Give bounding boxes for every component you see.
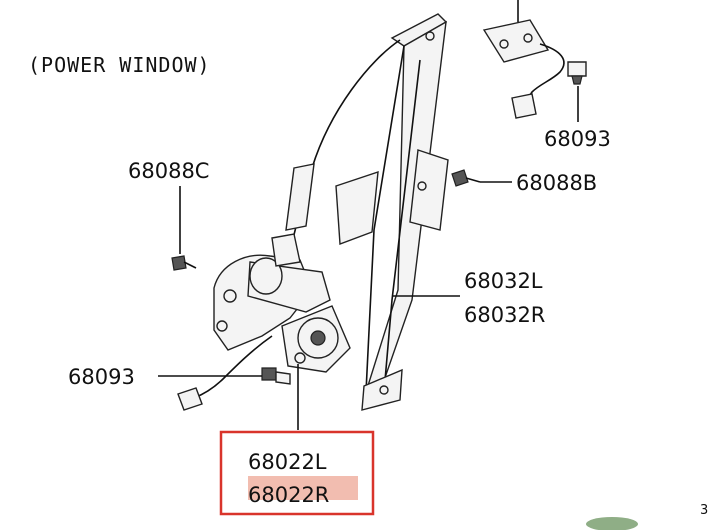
label-68088B: 68088B bbox=[516, 171, 597, 195]
label-68032L: 68032L bbox=[464, 269, 543, 293]
window-regulator-rail bbox=[335, 13, 449, 411]
screw-68093-top bbox=[567, 61, 587, 85]
label-68093-left: 68093 bbox=[68, 365, 135, 389]
diagram-caption: (POWER WINDOW) bbox=[28, 53, 211, 77]
page-number: 3 bbox=[700, 503, 708, 518]
motor-wire-harness bbox=[193, 335, 273, 399]
motor-connector bbox=[177, 387, 203, 411]
bolt-68088B bbox=[451, 169, 481, 187]
label-68022L: 68022L bbox=[248, 450, 327, 474]
label-68093-top: 68093 bbox=[544, 127, 611, 151]
highlight-box bbox=[219, 430, 375, 516]
decorative-thumbnail bbox=[586, 517, 638, 530]
cable-sleeve bbox=[285, 163, 315, 231]
bracket-top-right bbox=[482, 0, 565, 119]
label-68032R: 68032R bbox=[464, 303, 545, 327]
bolt-68088C bbox=[171, 255, 197, 271]
window-motor-assembly bbox=[213, 233, 351, 373]
label-68088C: 68088C bbox=[128, 159, 209, 183]
label-68022R: 68022R bbox=[248, 483, 329, 507]
highlighter-mark bbox=[248, 476, 358, 500]
screw-68093-left bbox=[261, 367, 291, 385]
